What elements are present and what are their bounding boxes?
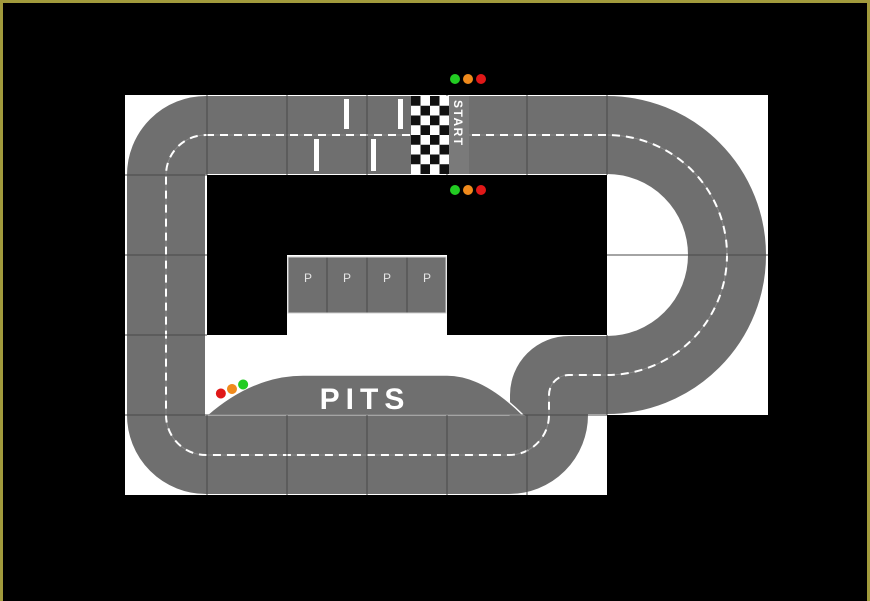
grid-slot — [398, 99, 403, 129]
light-orange — [463, 74, 473, 84]
pit-bays: P P P P — [288, 257, 446, 313]
infield-right — [447, 255, 607, 335]
light-red — [476, 185, 486, 195]
light-red — [476, 74, 486, 84]
pit-bay-1: P — [304, 271, 312, 285]
start-lights-top — [450, 74, 486, 84]
infield-left — [207, 175, 287, 335]
pit-bay-3: P — [383, 271, 391, 285]
grid-slot — [314, 139, 319, 171]
infield-top — [287, 175, 607, 255]
start-label: START — [451, 100, 465, 147]
track-board: START P P P P PITS — [3, 3, 870, 601]
pit-bay-2: P — [343, 271, 351, 285]
start-lights-bottom — [450, 185, 486, 195]
grid-slot — [344, 99, 349, 129]
pits-label: PITS — [320, 383, 411, 416]
grid-slot — [371, 139, 376, 171]
pit-bay-4: P — [423, 271, 431, 285]
checkered-start-line: START — [411, 96, 469, 174]
light-orange — [463, 185, 473, 195]
light-green — [450, 74, 460, 84]
light-green — [450, 185, 460, 195]
